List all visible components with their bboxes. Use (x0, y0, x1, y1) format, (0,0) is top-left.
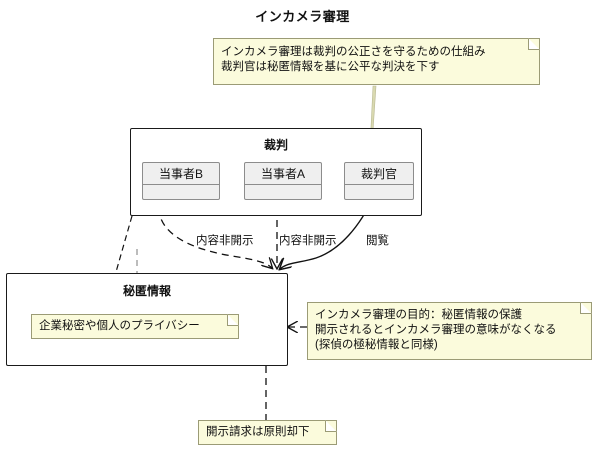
node-party-a[interactable]: 当事者A (244, 162, 322, 200)
note-secret-content[interactable]: 企業秘密や個人のプライバシー (31, 314, 239, 339)
group-confidential-label: 秘匿情報 (122, 284, 171, 298)
note-bottom[interactable]: 開示請求は原則却下 (198, 420, 337, 445)
group-confidential: 秘匿情報 企業秘密や個人のプライバシー (6, 273, 288, 366)
node-party-b-label: 当事者B (143, 163, 219, 185)
node-judge-body (345, 185, 413, 200)
node-party-a-label: 当事者A (245, 163, 321, 185)
note-right-text: インカメラ審理の目的：秘匿情報の保護 開示されるとインカメラ審理の意味がなくなる… (315, 309, 557, 351)
note-top-text: インカメラ審理は裁判の公正さを守るための仕組み 裁判官は秘匿情報を基に公平な判決… (221, 46, 486, 73)
note-bottom-text: 開示請求は原則却下 (206, 426, 310, 438)
node-party-b[interactable]: 当事者B (142, 162, 220, 200)
note-right[interactable]: インカメラ審理の目的：秘匿情報の保護 開示されるとインカメラ審理の意味がなくなる… (307, 302, 592, 360)
note-top[interactable]: インカメラ審理は裁判の公正さを守るための仕組み 裁判官は秘匿情報を基に公平な判決… (213, 38, 540, 85)
edge-label-judge: 閲覧 (366, 235, 389, 247)
node-judge[interactable]: 裁判官 (344, 162, 414, 200)
node-judge-label: 裁判官 (345, 163, 413, 185)
edge-label-party-b: 内容非開示 (196, 235, 254, 247)
group-trial: 裁判 当事者B 当事者A 裁判官 (130, 128, 422, 216)
node-party-b-body (143, 185, 219, 200)
note-secret-content-text: 企業秘密や個人のプライバシー (39, 320, 200, 332)
node-party-a-body (245, 185, 321, 200)
group-trial-label: 裁判 (263, 138, 288, 152)
edge-label-party-a: 内容非開示 (279, 235, 337, 247)
page-title: インカメラ審理 (255, 9, 350, 24)
